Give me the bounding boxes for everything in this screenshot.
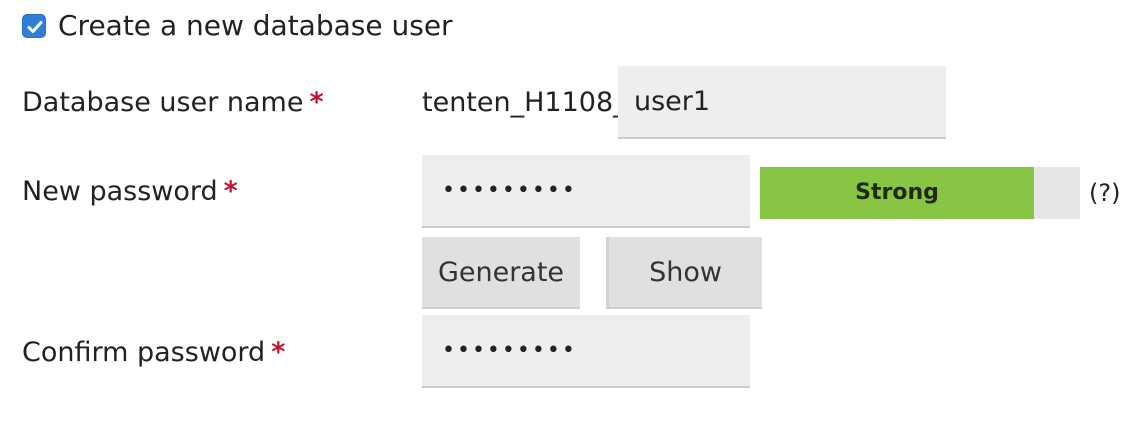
password-strength-meter: Strong xyxy=(760,167,1080,219)
required-mark: * xyxy=(309,87,324,118)
password-strength-fill xyxy=(760,167,1034,219)
generate-password-button[interactable]: Generate xyxy=(422,237,580,309)
username-input[interactable] xyxy=(618,66,946,139)
create-user-checkbox[interactable] xyxy=(22,14,46,38)
username-label: Database user name* xyxy=(22,83,324,123)
required-mark: * xyxy=(223,176,238,207)
password-strength-label: Strong xyxy=(855,180,939,205)
new-password-label-text: New password xyxy=(22,176,218,207)
new-password-input[interactable] xyxy=(422,155,750,228)
username-label-text: Database user name xyxy=(22,87,304,118)
username-prefix: tenten_H1108_ xyxy=(422,87,627,118)
confirm-password-input[interactable] xyxy=(422,315,750,388)
show-password-button[interactable]: Show xyxy=(606,237,762,309)
password-help-link[interactable]: (?) xyxy=(1089,179,1121,207)
new-password-label: New password* xyxy=(22,172,238,212)
create-user-label[interactable]: Create a new database user xyxy=(58,9,453,42)
checkmark-icon xyxy=(27,21,43,33)
confirm-password-label: Confirm password* xyxy=(22,333,285,373)
required-mark: * xyxy=(271,337,286,368)
confirm-password-label-text: Confirm password xyxy=(22,337,266,368)
